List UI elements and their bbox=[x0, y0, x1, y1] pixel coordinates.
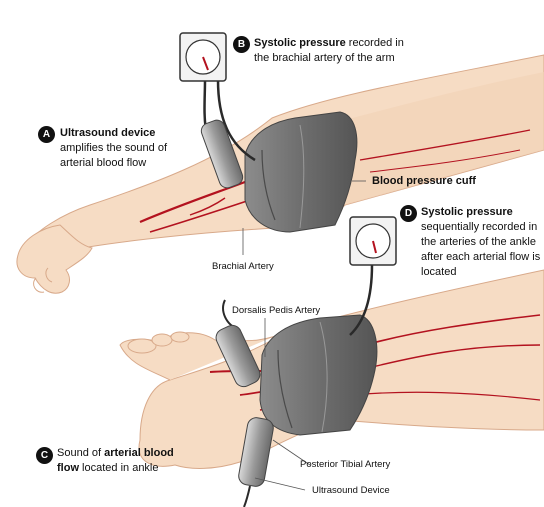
callout-d-line4: located bbox=[421, 266, 456, 278]
callout-b-text: Systolic pressure recorded in the brachi… bbox=[254, 36, 454, 66]
dorsalis-pedis-label: Dorsalis Pedis Artery bbox=[232, 305, 320, 317]
callout-d-text: Systolic pressure sequentially recorded … bbox=[421, 205, 543, 280]
callout-d-line1: sequentially recorded in bbox=[421, 221, 537, 233]
callout-c-rest: located in ankle bbox=[79, 462, 159, 474]
ultrasound-device-label: Ultrasound Device bbox=[312, 485, 390, 497]
callout-c-title2: flow bbox=[57, 462, 79, 474]
callout-a-text: Ultrasound device amplifies the sound of… bbox=[60, 126, 200, 171]
callout-a-line2: arterial blood flow bbox=[60, 157, 146, 169]
callout-a-title: Ultrasound device bbox=[60, 127, 155, 139]
brachial-artery-label: Brachial Artery bbox=[212, 261, 274, 273]
callout-c-badge: C bbox=[36, 447, 53, 464]
callout-a-line1: amplifies the sound of bbox=[60, 142, 167, 154]
callout-b-line1: the brachial artery of the arm bbox=[254, 52, 395, 64]
callout-d-title: Systolic pressure bbox=[421, 206, 513, 218]
callout-b-title: Systolic pressure bbox=[254, 37, 346, 49]
callout-b-badge: B bbox=[233, 36, 250, 53]
callout-c-pre: Sound of bbox=[57, 447, 104, 459]
callout-d-line2: the arteries of the ankle bbox=[421, 236, 536, 248]
callout-d-badge: D bbox=[400, 205, 417, 222]
cuff-label: Blood pressure cuff bbox=[372, 174, 476, 189]
callout-b-title-rest: recorded in bbox=[346, 37, 404, 49]
callout-d-line3: after each arterial flow is bbox=[421, 251, 540, 263]
posterior-tibial-label: Posterior Tibial Artery bbox=[300, 459, 390, 471]
callout-a-badge: A bbox=[38, 126, 55, 143]
callout-c-title: arterial blood bbox=[104, 447, 174, 459]
callout-c-text: Sound of arterial blood flow located in … bbox=[57, 446, 217, 476]
